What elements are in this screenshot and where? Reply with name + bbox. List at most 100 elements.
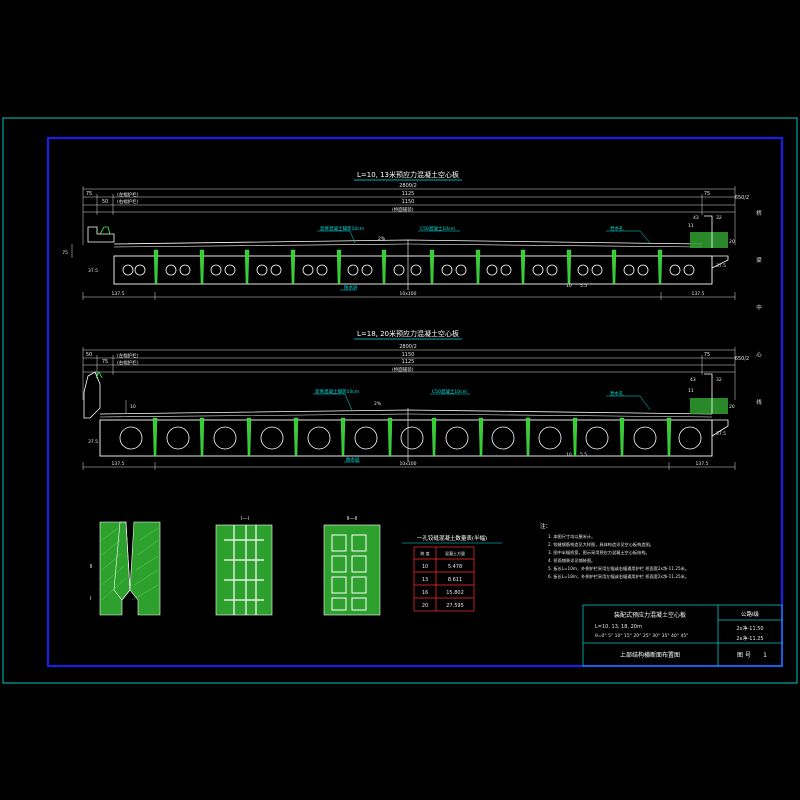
title-block-width-1: 2x净-11.50 (736, 625, 763, 632)
s2-label-asphalt: 沥青混凝土铺装10cm (315, 388, 359, 395)
s1-label-deck: (桥面铺装) (392, 206, 414, 213)
notes-heading: 注： (540, 522, 551, 530)
s1-dim-left-edge: 75 (86, 191, 92, 197)
s2-label-c50: C50混凝土10cm (432, 388, 467, 395)
hinge-detail-mark-1: Ⅱ (90, 564, 92, 570)
volume-table-span-1: 13 (422, 577, 428, 583)
note-line-3: 3. 图中半幅桥宽，图示采用预应力混凝土空心板结构。 (548, 549, 650, 556)
hinge-detail: Ⅱ Ⅰ (90, 521, 161, 616)
s2-label-drain: 泄水孔 (610, 390, 624, 397)
s1-dim-b2: 5.5 (580, 283, 587, 289)
s1-dim-deck-2: 1150 (402, 199, 415, 205)
title-block-width-2: 2x净-11.25 (736, 635, 763, 642)
section-2-title: L=18, 20米预应力混凝土空心板 (357, 329, 459, 338)
volume-table-span-2: 16 (422, 590, 428, 596)
s1-dim-h2: 37.5 (716, 263, 726, 269)
s1-dim-right-side: 137.5 (692, 291, 705, 297)
section-1-title: L=10, 13米预应力混凝土空心板 (357, 170, 459, 179)
s2-dim-right-edge: 75 (704, 352, 710, 358)
side-note-text: 桥 梁 中 心 线 (755, 209, 762, 425)
detail-1-label: Ⅰ—Ⅰ (241, 516, 249, 522)
s1-dim-c3: 11 (688, 223, 694, 229)
s2-dim-right-half: 650/2 (735, 356, 749, 362)
detail-1: Ⅰ—Ⅰ (215, 516, 273, 616)
s2-dim-c4: 20 (729, 404, 735, 410)
s2-right-barrier-fill (690, 398, 728, 414)
volume-table-header-span: 跨 度 (420, 550, 429, 556)
s1-dim-left-kerb: 50 (102, 199, 108, 205)
s1-slope: 2% (378, 236, 386, 242)
title-block-skews: θ=0° 5° 10° 15° 20° 25° 30° 35° 40° 45° (595, 633, 688, 639)
s1-label-asphalt: 沥青混凝土铺装10cm (320, 225, 364, 232)
outer-frame (2, 117, 798, 684)
s1-label-drain: 泄水孔 (610, 225, 624, 232)
title-block-road-class: 公路Ⅰ级 (741, 610, 760, 618)
s2-dim-spans: 10x100 (400, 461, 417, 467)
s2-dim-left-edge: 50 (86, 352, 92, 358)
note-line-5: 5. 板长L=10m，外侧护栏采用左幅或右幅通用护栏 桥面宽2x净-11.25米… (548, 565, 689, 572)
title-block-spans: L=10, 13, 18, 20m (595, 624, 642, 630)
volume-table-span-3: 20 (422, 603, 428, 609)
s2-dim-c2: 32 (716, 377, 722, 383)
s1-dim-b1: 10 (566, 283, 572, 289)
title-block-drawing-no-label: 图 号 (737, 652, 751, 659)
volume-table-volume-0: 5.478 (448, 564, 462, 570)
hinge-detail-mark-2: Ⅰ (90, 596, 91, 602)
s2-dim-c3: 11 (688, 388, 694, 394)
s2-dim-left-side: 137.5 (112, 461, 125, 467)
s2-dim-h2: 37.5 (716, 431, 726, 437)
note-line-6: 6. 板长L=18m，外侧护栏采用左幅或右幅通用护栏 桥面宽2x净-11.25米… (548, 573, 689, 580)
s1-label-kerb-b: (右幅护栏) (117, 198, 139, 205)
s1-total-width: 2800/2 (399, 183, 417, 189)
s2-slab (99, 419, 713, 457)
s1-label-kerb-a: (左幅护栏) (117, 191, 139, 198)
s1-dim-spans: 10x100 (400, 291, 417, 297)
volume-table-span-0: 10 (422, 564, 428, 570)
s1-right-barrier-fill (690, 232, 728, 248)
volume-table: 一孔铰缝混凝土数量表(半幅) 跨 度 混凝土方量 10 5.478 13 8.6… (402, 534, 502, 612)
s1-dim-left-side: 137.5 (112, 291, 125, 297)
s2-total-width: 2800/2 (399, 344, 417, 350)
s2-dim-b2: 5.5 (580, 452, 587, 458)
s1-dim-c4: 20 (729, 239, 735, 245)
s2-dim-deck-2: 1125 (402, 359, 415, 365)
detail-2-label: Ⅱ—Ⅱ (347, 516, 357, 522)
cross-section-2: L=18, 20米预应力混凝土空心板 2800/2 50 75 1150 112… (82, 329, 749, 470)
inner-frame (47, 137, 783, 667)
s2-label-kerb-a: (左幅护栏) (117, 352, 139, 359)
s2-dim-left-kerb: 75 (102, 359, 108, 365)
volume-table-header-volume: 混凝土方量 (445, 550, 465, 556)
s1-label-c50: C50混凝土10cm (420, 225, 455, 232)
s1-label-waterproof: 防水层 (344, 284, 358, 291)
volume-table-volume-1: 8.611 (448, 577, 462, 583)
notes: 注： 1. 本图尺寸均以厘米计。 2. 铰缝钢筋构造见大样图，具体构造详见空心板… (540, 522, 689, 580)
s1-dim-h1: 37.5 (88, 268, 98, 274)
s2-dim-h0: 10 (130, 404, 136, 410)
cross-section-1: L=10, 13米预应力混凝土空心板 2800/2 75 50 1125 115… (62, 170, 749, 300)
s2-label-waterproof: 防水层 (346, 456, 360, 463)
s2-dim-b1: 10 (566, 452, 572, 458)
s2-dim-c1: 43 (690, 377, 696, 383)
s1-slab (113, 255, 713, 285)
title-block-drawing-name: 上部结构横断面布置图 (620, 651, 680, 659)
detail-2: Ⅱ—Ⅱ (323, 516, 381, 616)
s2-label-kerb-b: (右幅护栏) (117, 359, 139, 366)
title-block: 装配式预应力混凝土空心板 L=10, 13, 18, 20m θ=0° 5° 1… (582, 604, 783, 667)
s1-dim-h0: 75 (62, 250, 68, 256)
s2-label-deck: (桥面铺装) (392, 366, 414, 373)
s2-dim-h1: 37.5 (88, 439, 98, 445)
note-line-2: 2. 铰缝钢筋构造见大样图，具体构造详见空心板构造图。 (548, 541, 654, 548)
s1-dim-deck-1: 1125 (402, 191, 415, 197)
volume-table-volume-2: 15.802 (446, 590, 464, 596)
title-block-project: 装配式预应力混凝土空心板 (614, 611, 686, 619)
note-line-4: 4. 桥面铺装详见铺装图。 (548, 557, 595, 564)
s2-slope: 2% (374, 401, 382, 407)
s1-dim-right-half: 650/2 (735, 195, 749, 201)
s2-dim-right-side: 137.5 (696, 461, 709, 467)
s2-dim-deck-1: 1150 (402, 352, 415, 358)
volume-table-title: 一孔铰缝混凝土数量表(半幅) (417, 534, 487, 542)
side-note: 桥 梁 中 心 线 (755, 209, 762, 425)
s1-dim-c1: 43 (693, 215, 699, 221)
title-block-drawing-no: 1 (763, 652, 767, 659)
